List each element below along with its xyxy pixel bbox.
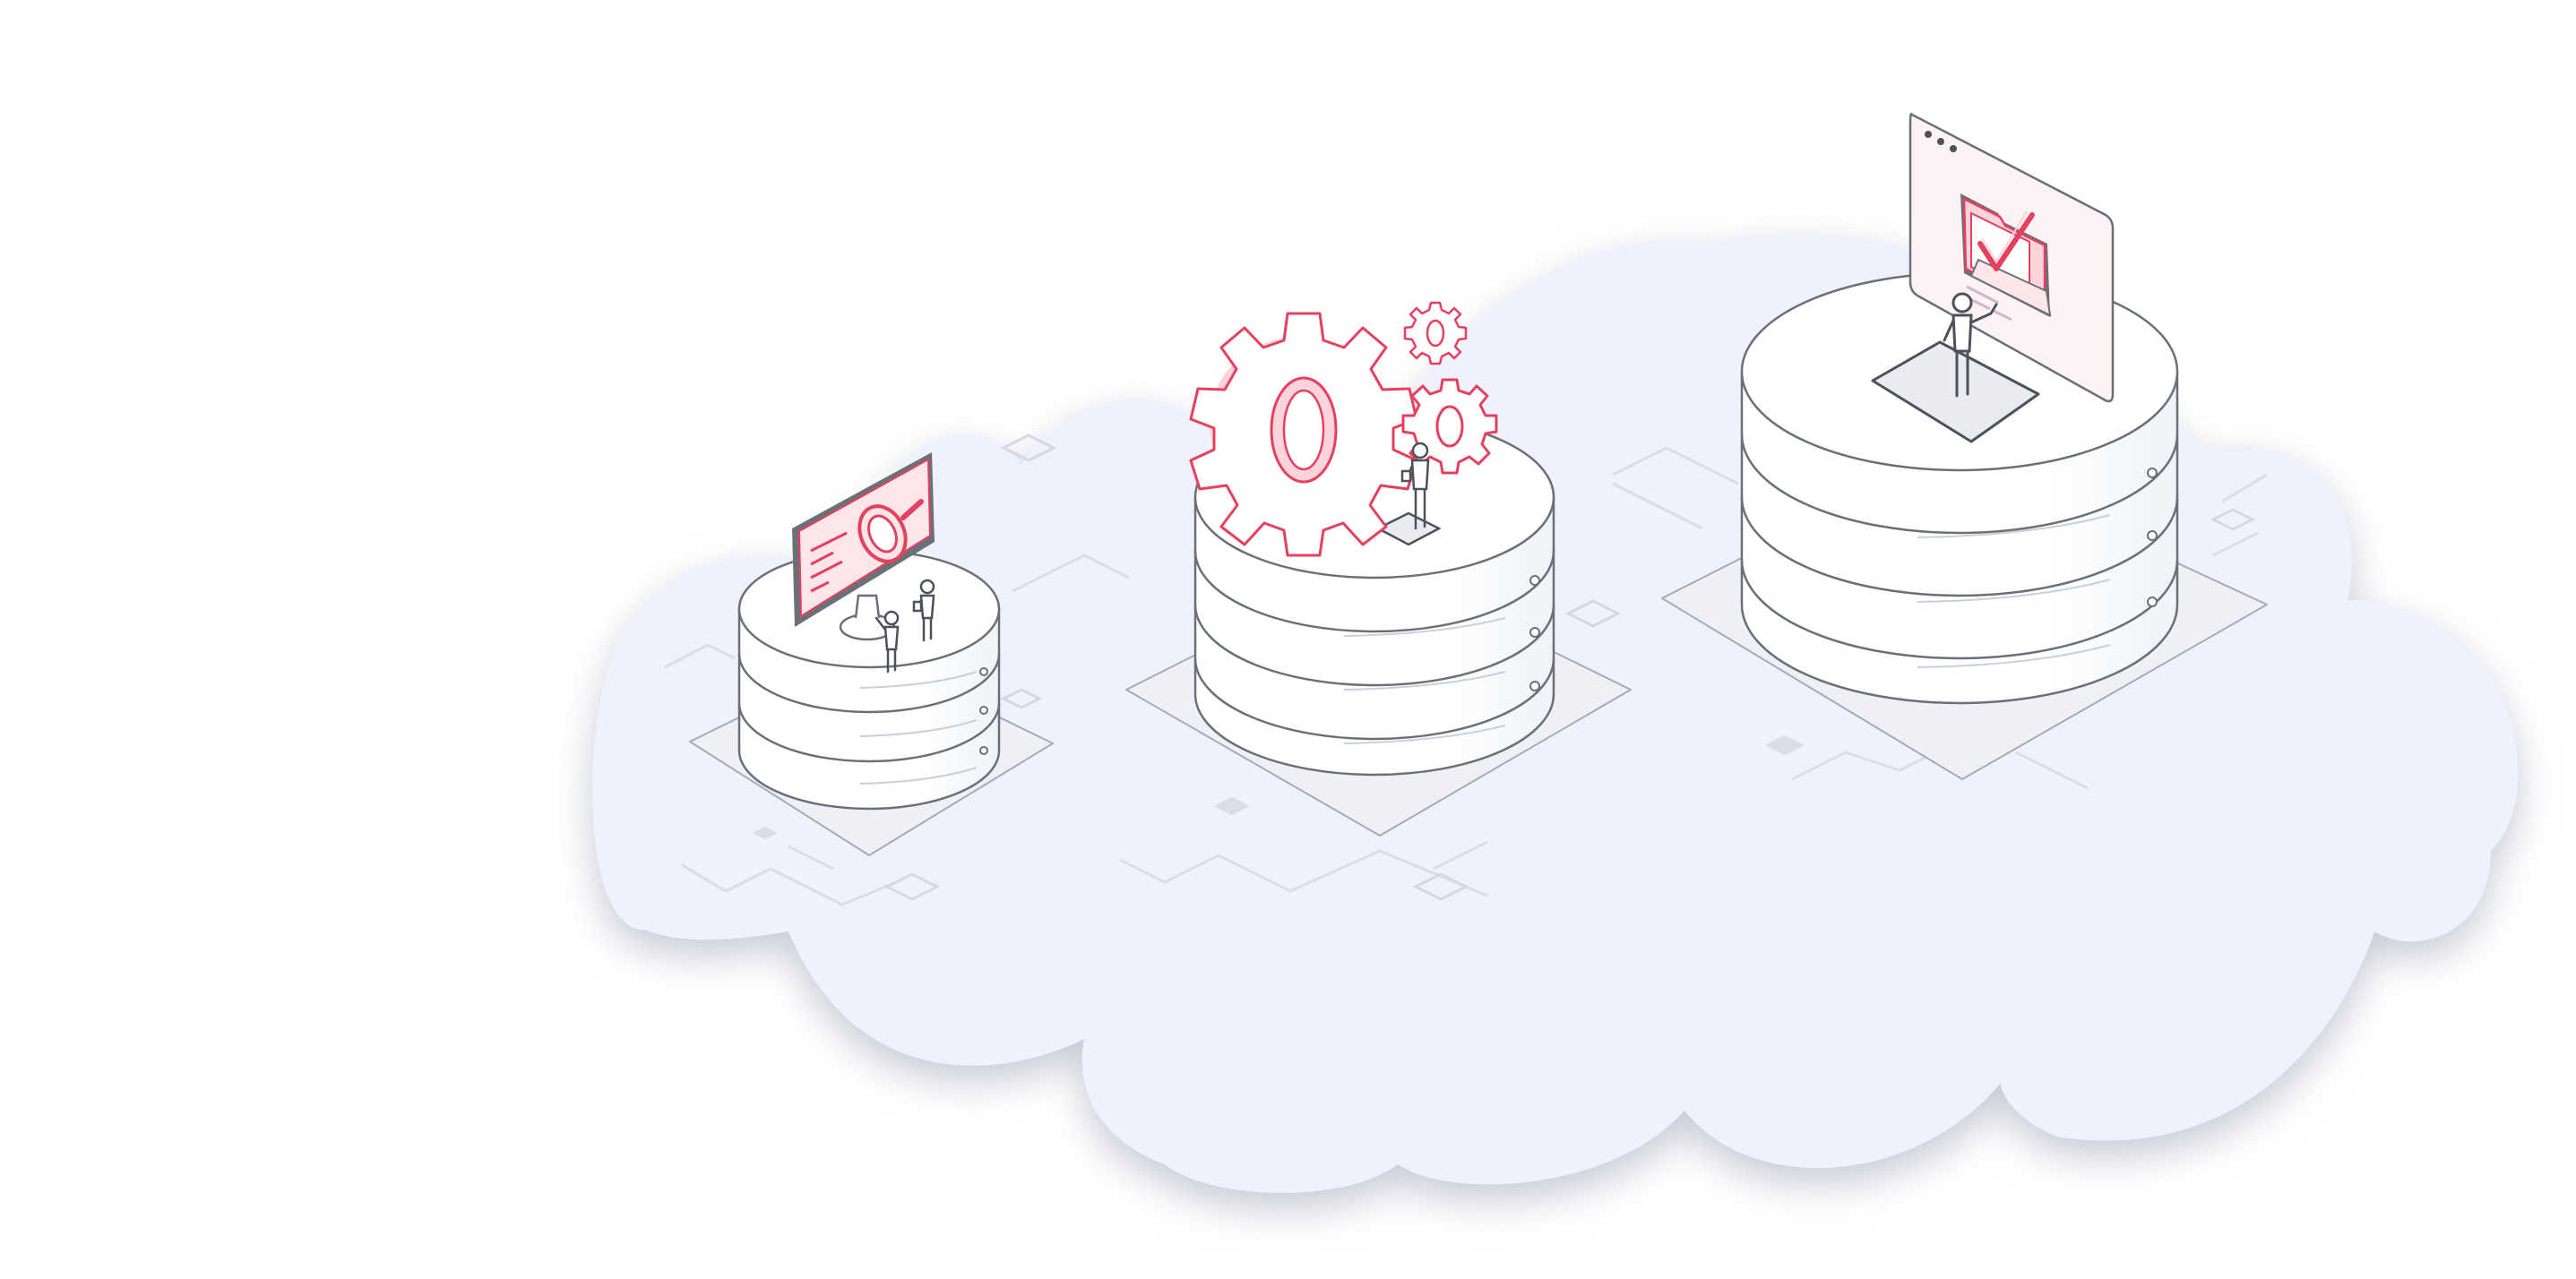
person-figure bbox=[874, 610, 900, 674]
database-cylinder bbox=[737, 549, 1001, 811]
person-figure bbox=[1943, 292, 1998, 398]
database-station-search bbox=[689, 452, 1054, 856]
monitor-magnifier-icon bbox=[792, 452, 935, 641]
database-station-approve bbox=[1661, 112, 2268, 780]
circuit-lines bbox=[664, 433, 2268, 906]
person-figure bbox=[912, 579, 935, 642]
gears-icon bbox=[1189, 301, 1498, 557]
person-figure bbox=[1400, 442, 1430, 530]
window-dots-icon bbox=[1925, 131, 1957, 152]
browser-panel bbox=[1908, 112, 2115, 403]
database-station-configure bbox=[1125, 301, 1632, 837]
folder-checkmark-icon bbox=[1960, 193, 2052, 317]
